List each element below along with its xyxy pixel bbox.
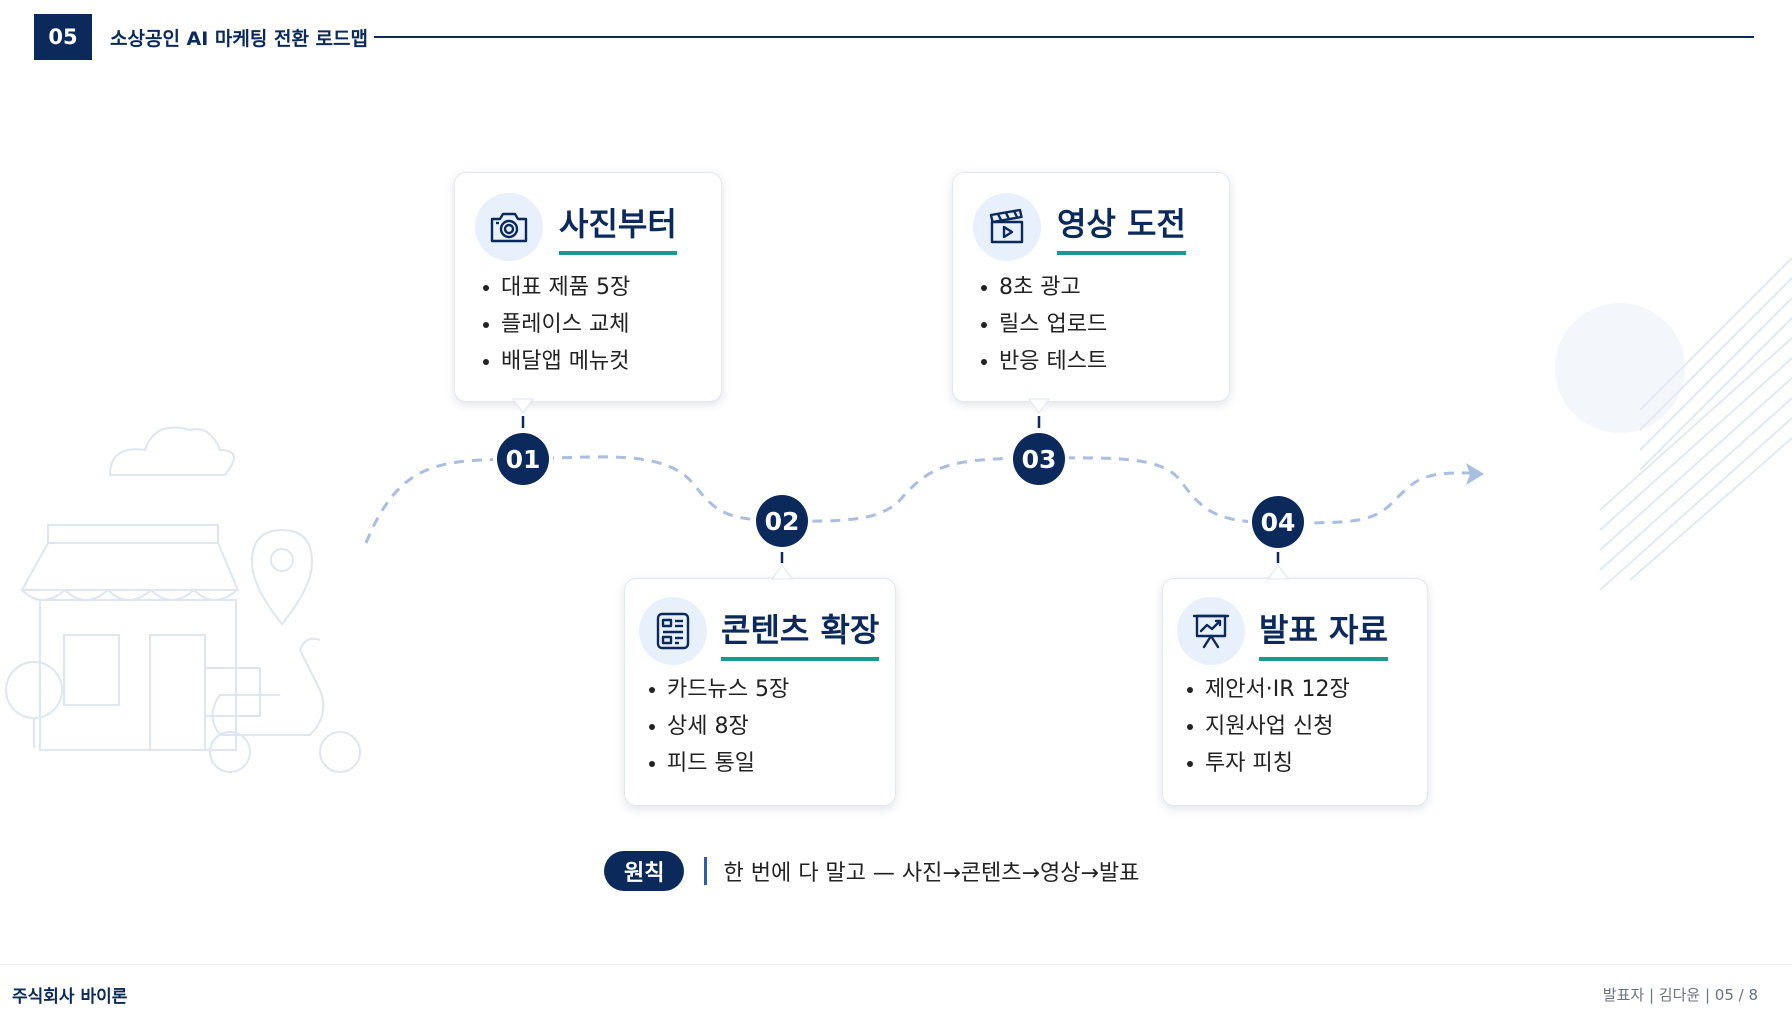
presentation-board-icon (1177, 597, 1245, 665)
step-card-title: 사진부터 (559, 199, 677, 255)
content-layout-icon (639, 597, 707, 665)
step-card-03: 영상 도전 8초 광고 릴스 업로드 반응 테스트 (952, 172, 1230, 402)
roadmap-path (364, 455, 1471, 544)
list-item: 반응 테스트 (979, 343, 1107, 380)
list-item: 대표 제품 5장 (481, 269, 630, 306)
list-item: 배달앱 메뉴컷 (481, 343, 630, 380)
step-card-title: 영상 도전 (1057, 199, 1186, 255)
step-card-list: 8초 광고 릴스 업로드 반응 테스트 (979, 269, 1107, 380)
step-card-list: 카드뉴스 5장 상세 8장 피드 통일 (647, 671, 789, 782)
step-card-list: 제안서·IR 12장 지원사업 신청 투자 피칭 (1185, 671, 1350, 782)
step-card-list: 대표 제품 5장 플레이스 교체 배달앱 메뉴컷 (481, 269, 630, 380)
principle-divider (704, 857, 708, 885)
step-card-02: 콘텐츠 확장 카드뉴스 5장 상세 8장 피드 통일 (624, 578, 896, 806)
list-item: 카드뉴스 5장 (647, 671, 789, 708)
list-item: 지원사업 신청 (1185, 708, 1350, 745)
list-item: 릴스 업로드 (979, 306, 1107, 343)
step-card-title: 발표 자료 (1259, 605, 1388, 661)
principle-row: 원칙 한 번에 다 말고 — 사진→콘텐츠→영상→발표 (604, 850, 1139, 892)
step-marker-01: 01 (497, 433, 549, 485)
slide-number-badge: 05 (34, 14, 92, 60)
step-card-04: 발표 자료 제안서·IR 12장 지원사업 신청 투자 피칭 (1162, 578, 1428, 806)
clapperboard-icon (973, 193, 1041, 261)
decorative-hatching (1555, 257, 1792, 591)
list-item: 제안서·IR 12장 (1185, 671, 1350, 708)
presenter-page-info: 발표자 | 김다윤 | 05 / 8 (1602, 986, 1758, 1004)
step-marker-02: 02 (756, 495, 808, 547)
footer-rule (0, 964, 1792, 965)
list-item: 투자 피칭 (1185, 745, 1350, 782)
company-name: 주식회사 바이론 (12, 987, 128, 1007)
list-item: 상세 8장 (647, 708, 789, 745)
list-item: 8초 광고 (979, 269, 1107, 306)
step-card-01: 사진부터 대표 제품 5장 플레이스 교체 배달앱 메뉴컷 (454, 172, 722, 402)
step-card-title: 콘텐츠 확장 (721, 605, 880, 661)
principle-text: 한 번에 다 말고 — 사진→콘텐츠→영상→발표 (723, 861, 1140, 886)
slide-title: 소상공인 AI 마케팅 전환 로드맵 (110, 28, 368, 50)
step-marker-04: 04 (1252, 496, 1304, 548)
slide-header: 05 소상공인 AI 마케팅 전환 로드맵 (34, 14, 1754, 60)
principle-badge: 원칙 (604, 851, 685, 891)
list-item: 피드 통일 (647, 745, 789, 782)
camera-icon (475, 193, 543, 261)
step-marker-03: 03 (1013, 433, 1065, 485)
list-item: 플레이스 교체 (481, 306, 630, 343)
storefront-icon (5, 426, 361, 773)
arrow-head-icon (1466, 463, 1484, 485)
header-rule (374, 36, 1754, 38)
